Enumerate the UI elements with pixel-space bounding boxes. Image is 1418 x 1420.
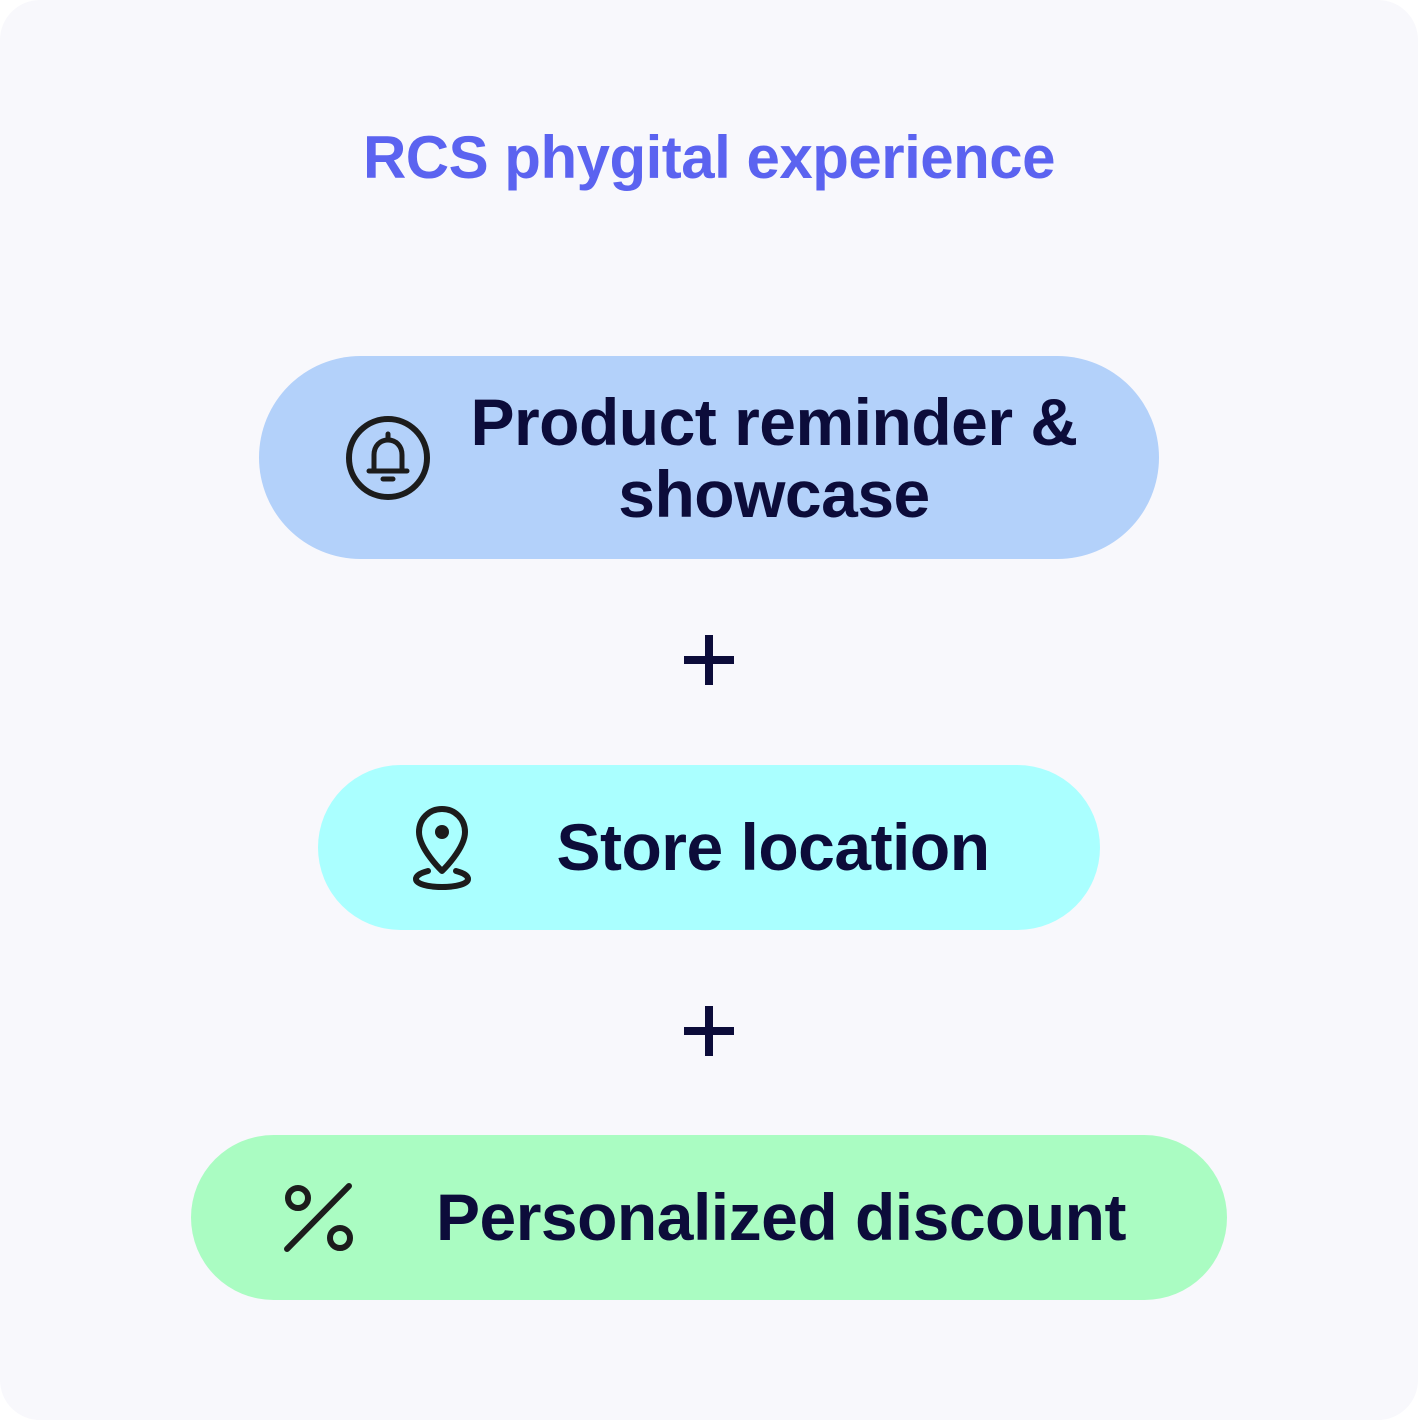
plus-icon <box>684 635 734 685</box>
location-pin-icon <box>412 806 472 891</box>
step-label: Product reminder & showcase <box>470 385 1078 531</box>
plus-icon <box>684 1006 734 1056</box>
step-label: Store location <box>556 810 990 884</box>
bell-icon <box>346 416 430 500</box>
step-store-location: Store location <box>318 765 1100 930</box>
percent-icon <box>284 1183 353 1252</box>
step-product-reminder: Product reminder & showcase <box>259 356 1159 559</box>
page-title: RCS phygital experience <box>362 124 1056 191</box>
step-personalized-discount: Personalized discount <box>191 1135 1227 1300</box>
step-label: Personalized discount <box>436 1180 1126 1254</box>
